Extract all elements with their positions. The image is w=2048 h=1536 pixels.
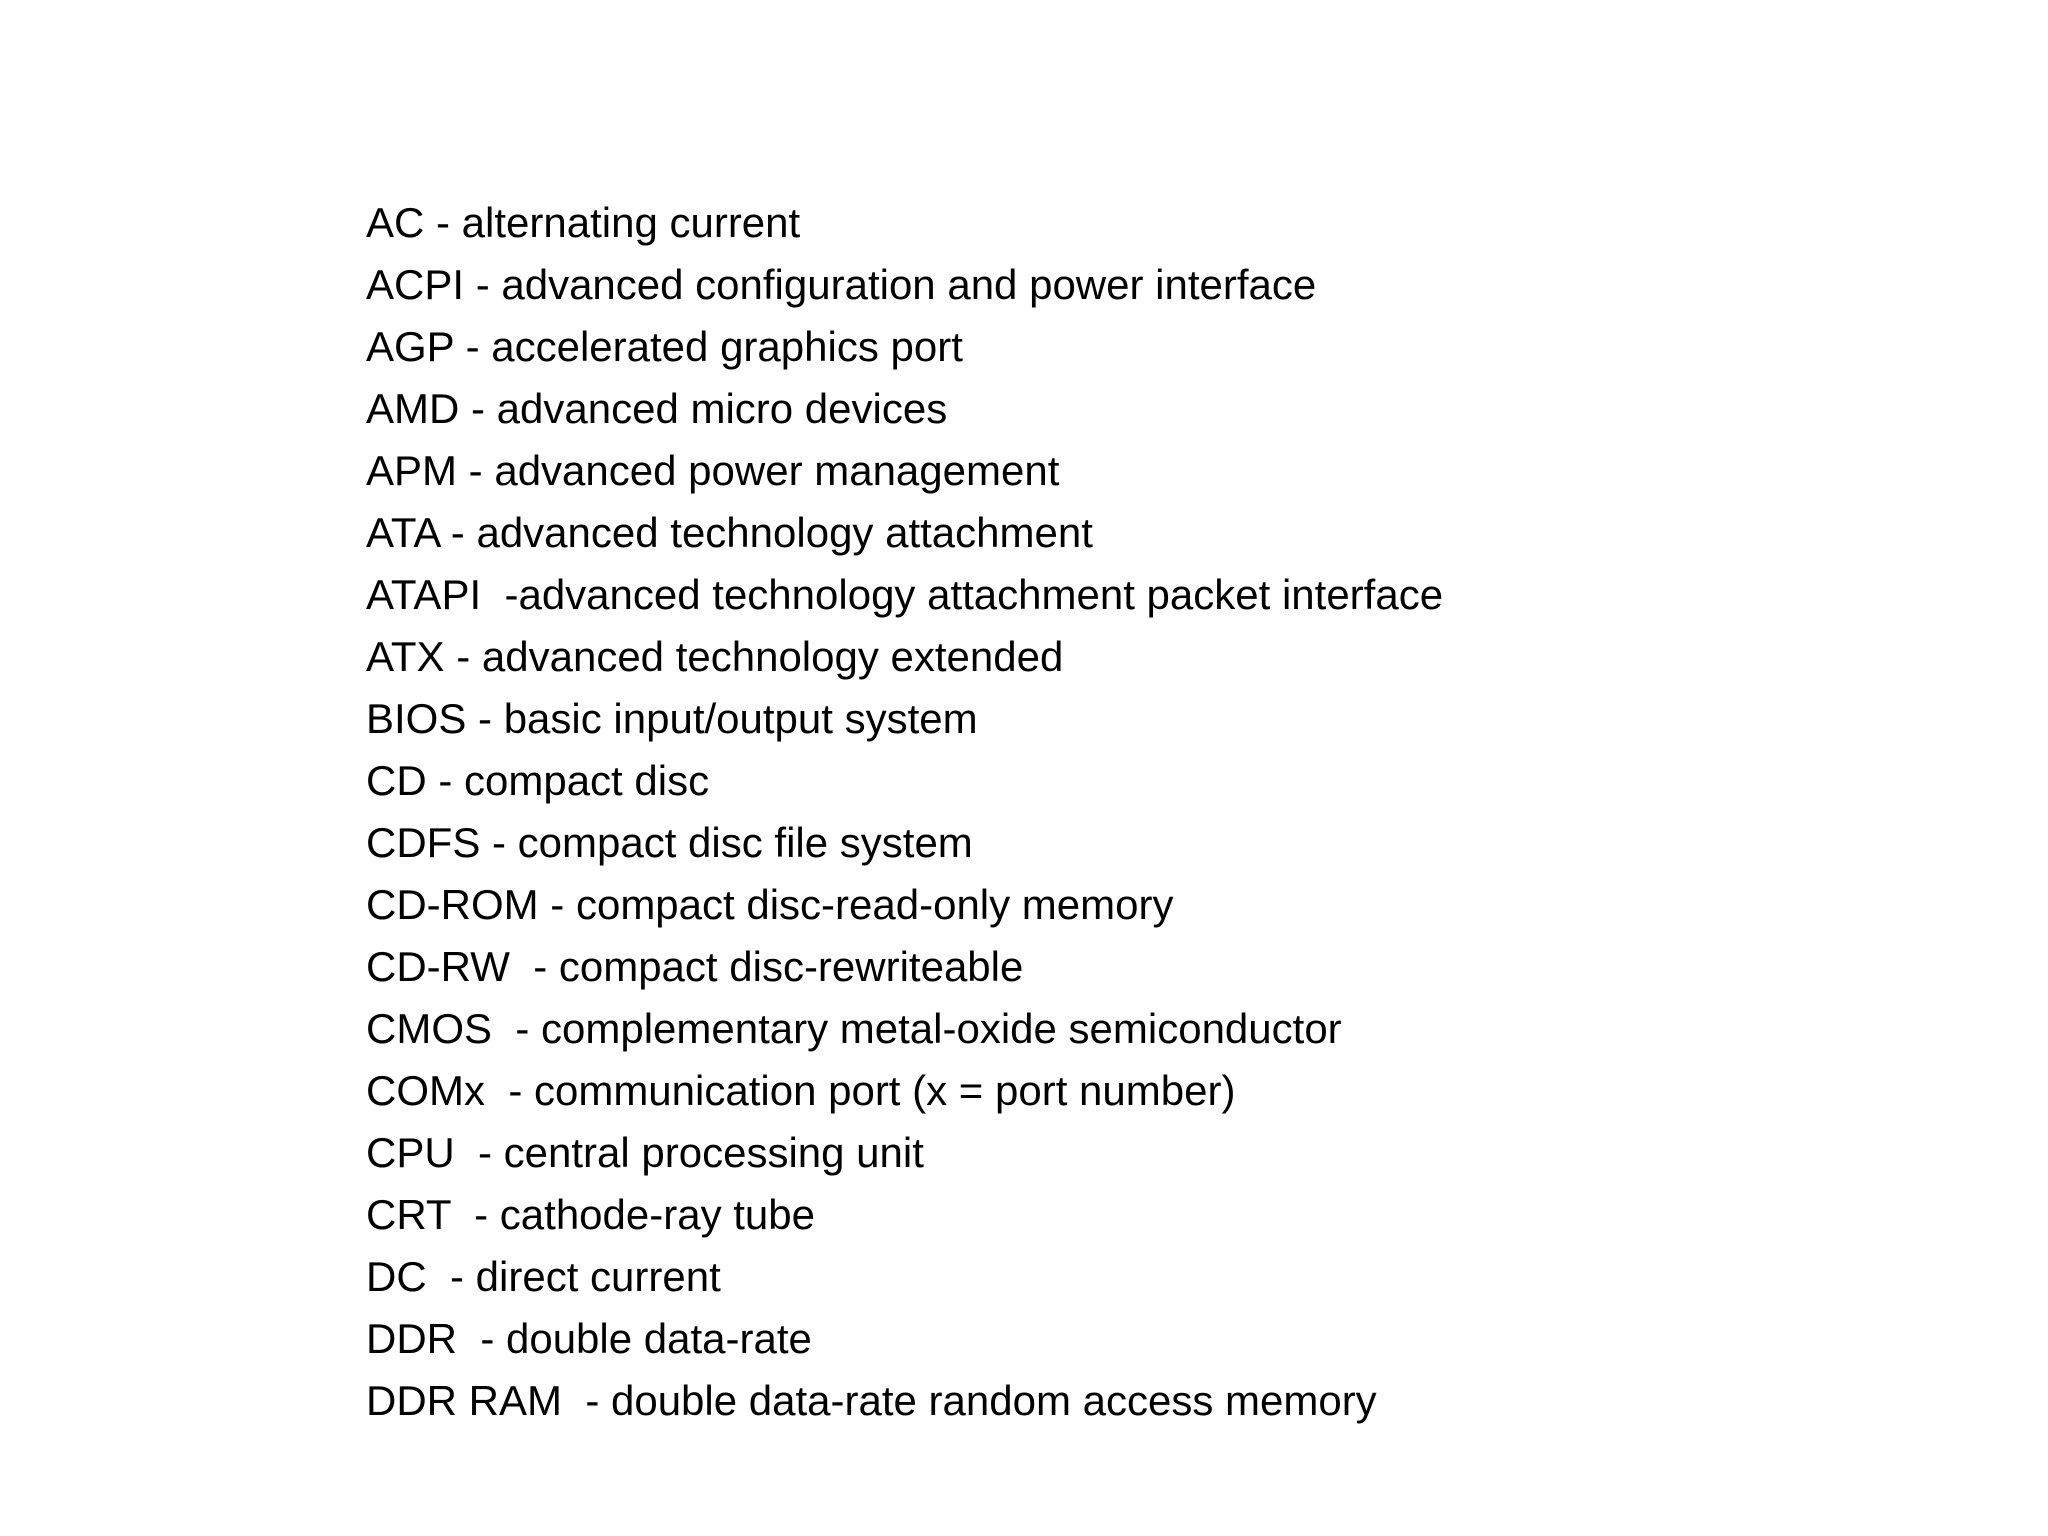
acronym-entry-cmos: CMOS - complementary metal-oxide semicon… xyxy=(366,1005,1342,1052)
acronym-entry-dc: DC - direct current xyxy=(366,1253,721,1300)
acronym-entry-ac: AC - alternating current xyxy=(366,199,801,246)
acronym-entry-cpu: CPU - central processing unit xyxy=(366,1129,924,1176)
acronym-list: AC - alternating current ACPI - advanced… xyxy=(366,192,1443,1432)
acronym-entry-bios: BIOS - basic input/output system xyxy=(366,695,978,742)
acronym-entry-cd-rw: CD-RW - compact disc-rewriteable xyxy=(366,943,1024,990)
acronym-entry-ddr-ram: DDR RAM - double data-rate random access… xyxy=(366,1377,1377,1424)
acronym-entry-cd-rom: CD-ROM - compact disc-read-only memory xyxy=(366,881,1174,928)
acronym-entry-ddr: DDR - double data-rate xyxy=(366,1315,812,1362)
acronym-entry-atx: ATX - advanced technology extended xyxy=(366,633,1064,680)
acronym-entry-crt: CRT - cathode-ray tube xyxy=(366,1191,815,1238)
acronym-entry-apm: APM - advanced power management xyxy=(366,447,1060,494)
acronym-entry-amd: AMD - advanced micro devices xyxy=(366,385,948,432)
acronym-entry-cd: CD - compact disc xyxy=(366,757,710,804)
acronym-entry-ata: ATA - advanced technology attachment xyxy=(366,509,1093,556)
acronym-entry-acpi: ACPI - advanced configuration and power … xyxy=(366,261,1317,308)
acronym-entry-atapi: ATAPI -advanced technology attachment pa… xyxy=(366,571,1444,618)
acronym-entry-comx: COMx - communication port (x = port numb… xyxy=(366,1067,1236,1114)
acronym-entry-cdfs: CDFS - compact disc file system xyxy=(366,819,973,866)
acronym-entry-agp: AGP - accelerated graphics port xyxy=(366,323,963,370)
